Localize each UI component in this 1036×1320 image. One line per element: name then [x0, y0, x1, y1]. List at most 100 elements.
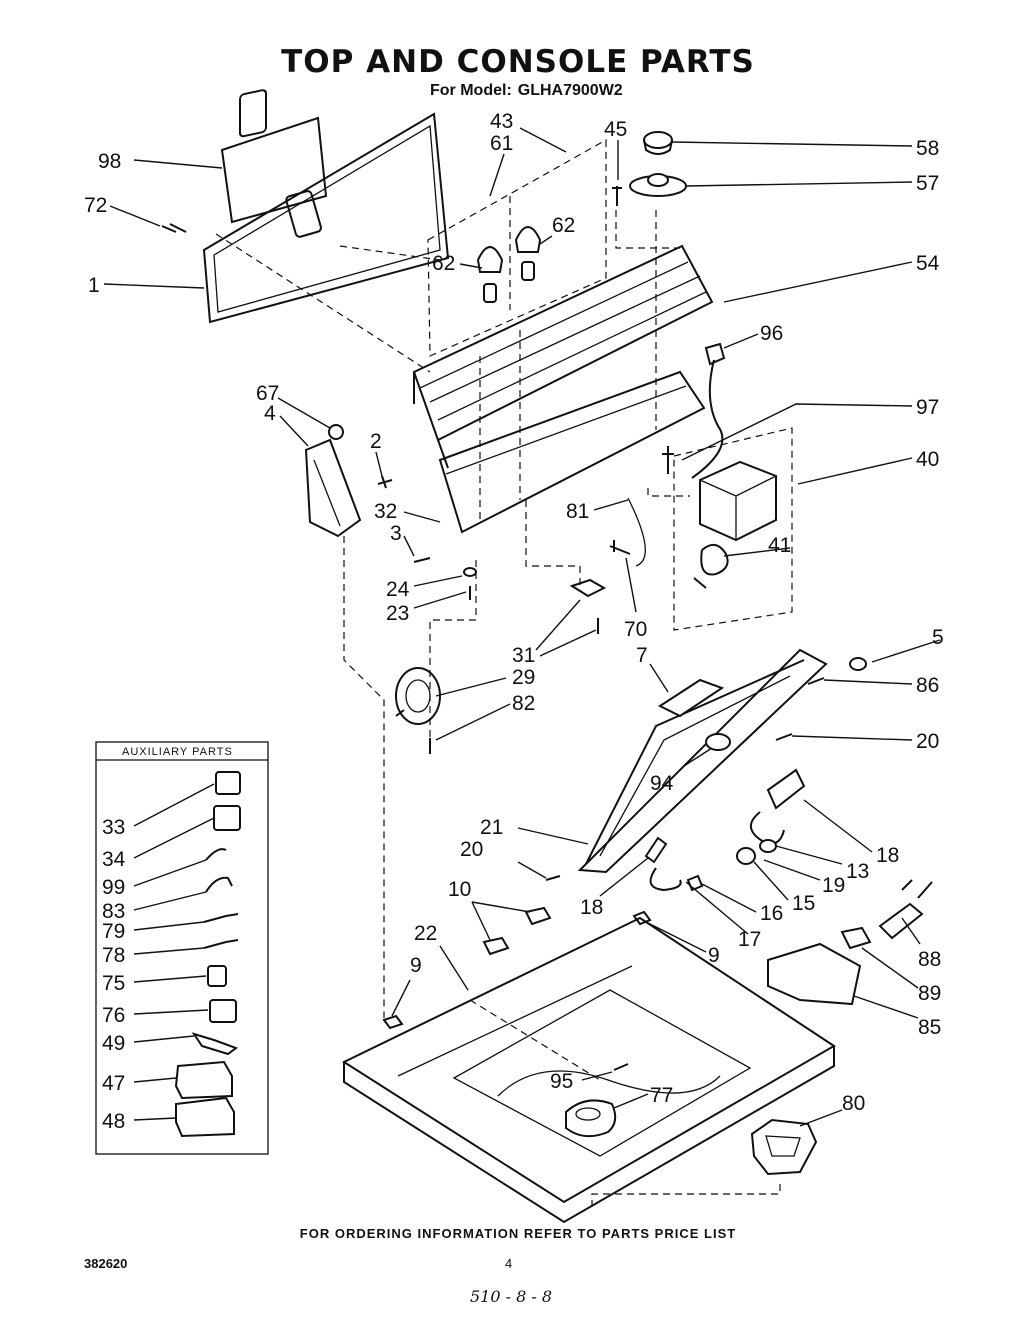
- part-15-part: [736, 847, 756, 865]
- label-29: 29: [512, 666, 535, 689]
- label-17: 17: [738, 928, 761, 951]
- ordering-footer: FOR ORDERING INFORMATION REFER TO PARTS …: [299, 1226, 737, 1241]
- label-aux-47: 47: [102, 1072, 125, 1095]
- label-aux-33: 33: [102, 816, 125, 839]
- part-86-screw: [807, 677, 825, 685]
- label-aux-75: 75: [102, 972, 125, 995]
- label-61: 61: [490, 132, 513, 155]
- label-20-right: 20: [916, 730, 939, 753]
- knob-group-outline: [427, 138, 607, 357]
- part-32-bracket: [438, 370, 706, 534]
- part-58-knob: [643, 131, 673, 155]
- model-number: GLHA7900W2: [517, 82, 623, 99]
- handwritten-note: 510 - 8 - 8: [470, 1287, 553, 1306]
- label-54: 54: [916, 252, 940, 275]
- part-9-clip-left: [382, 1014, 404, 1030]
- part-94-bumper: [705, 733, 731, 751]
- label-43: 43: [490, 110, 513, 133]
- label-2: 2: [370, 430, 382, 453]
- label-31: 31: [512, 644, 535, 667]
- label-1: 1: [88, 274, 100, 297]
- model-line: For Model: GLHA7900W2: [430, 82, 629, 100]
- part-88-lid-switch: [878, 879, 933, 940]
- part-5-pin: [849, 657, 867, 671]
- label-7: 7: [636, 644, 648, 667]
- label-aux-79: 79: [102, 920, 125, 943]
- part-67-plug: [328, 424, 344, 440]
- label-24: 24: [386, 578, 410, 601]
- label-80: 80: [842, 1092, 865, 1115]
- part-54-console: [412, 244, 714, 469]
- part-18-lid-switch-right: [750, 768, 806, 845]
- leader-lines: [103, 127, 941, 1127]
- label-aux-76: 76: [102, 1004, 125, 1027]
- label-95: 95: [550, 1070, 573, 1093]
- part-18-lid-switch-left: [644, 836, 682, 892]
- part-57-skirt: [629, 173, 687, 197]
- label-41: 41: [768, 534, 791, 557]
- part-1-console-panel: [202, 112, 450, 324]
- label-67: 67: [256, 382, 279, 405]
- label-85: 85: [918, 1016, 941, 1039]
- label-aux-78: 78: [102, 944, 125, 967]
- part-77-dispenser: [565, 1099, 617, 1138]
- label-aux-49: 49: [102, 1032, 125, 1055]
- label-3: 3: [390, 522, 402, 545]
- label-86: 86: [916, 674, 939, 697]
- label-77: 77: [650, 1084, 673, 1107]
- label-89: 89: [918, 982, 941, 1005]
- label-40: 40: [916, 448, 939, 471]
- label-62-left: 62: [432, 252, 455, 275]
- timer-group-outline: [673, 427, 793, 631]
- part-20-screw-upper: [775, 733, 793, 741]
- label-58: 58: [916, 137, 939, 160]
- part-3-screw: [413, 557, 431, 563]
- label-81: 81: [566, 500, 589, 523]
- part-89-switch: [840, 926, 872, 950]
- part-labels: 98 72 1 43 61 45 58 57 62 62 54 96 67 4 …: [84, 110, 944, 1133]
- part-98-graphic-panel: [220, 89, 328, 238]
- part-7-lid-insert: [657, 678, 725, 718]
- part-40-timer: [699, 460, 777, 542]
- label-aux-48: 48: [102, 1110, 125, 1133]
- label-13: 13: [846, 860, 869, 883]
- part-96-connector: [691, 342, 726, 479]
- part-41-timer-motor: [693, 543, 729, 589]
- label-94: 94: [650, 772, 674, 795]
- part-29-water-level-switch: [395, 667, 441, 725]
- part-72-screw: [161, 223, 187, 233]
- label-57: 57: [916, 172, 939, 195]
- page-number: 4: [505, 1256, 513, 1271]
- label-82: 82: [512, 692, 535, 715]
- part-62-knob-right: [514, 226, 542, 281]
- label-32: 32: [374, 500, 397, 523]
- label-19: 19: [822, 874, 845, 897]
- part-16-part: [686, 874, 704, 892]
- label-97: 97: [916, 396, 939, 419]
- part-70-screw: [609, 540, 631, 555]
- part-2-screw: [377, 475, 393, 489]
- model-label: For Model:: [430, 82, 512, 99]
- label-aux-34: 34: [102, 848, 126, 871]
- label-18-left: 18: [580, 896, 603, 919]
- part-21-lid-frame: [577, 648, 828, 874]
- label-22: 22: [414, 922, 437, 945]
- label-70: 70: [624, 618, 647, 641]
- part-95-part: [613, 1063, 629, 1071]
- auxiliary-parts-box: AUXILIARY PARTS: [95, 741, 269, 1155]
- part-97-screw: [662, 446, 674, 474]
- part-31-clip: [569, 578, 607, 598]
- label-62-right: 62: [552, 214, 575, 237]
- label-98: 98: [98, 150, 121, 173]
- label-88: 88: [918, 948, 941, 971]
- label-9-left: 9: [410, 954, 422, 977]
- part-4-end-cap: [304, 438, 362, 538]
- label-18-right: 18: [876, 844, 899, 867]
- label-20-left: 20: [460, 838, 483, 861]
- part-80-cup: [750, 1118, 818, 1176]
- label-16: 16: [760, 902, 783, 925]
- label-96: 96: [760, 322, 783, 345]
- label-4: 4: [264, 402, 276, 425]
- part-13-part: [759, 839, 777, 853]
